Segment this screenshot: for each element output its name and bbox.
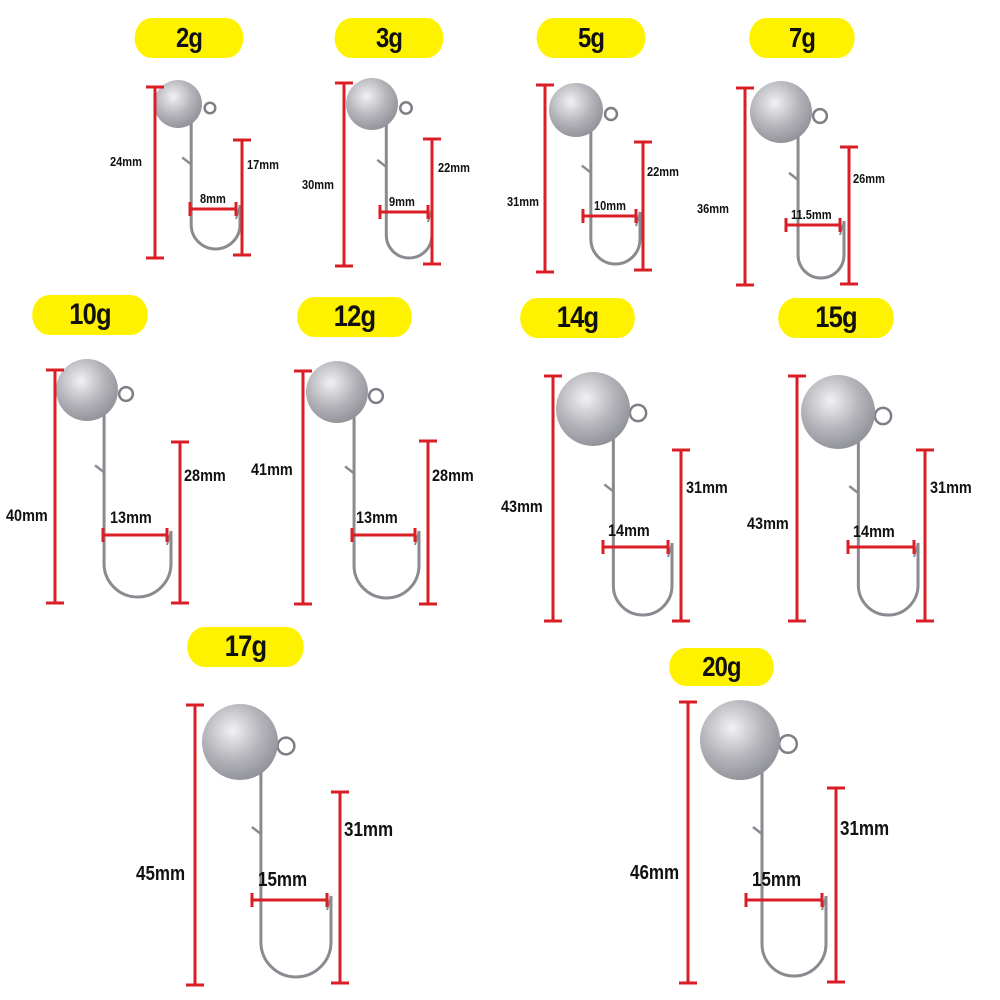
hook-gap-label: 14mm <box>608 520 650 540</box>
total-length-label: 31mm <box>507 193 539 209</box>
weight-badge: 14g <box>520 298 635 338</box>
total-length-label: 43mm <box>747 513 789 533</box>
total-length-label: 41mm <box>251 459 293 479</box>
shank-length-label: 17mm <box>247 156 279 172</box>
weight-badge: 2g <box>134 18 244 58</box>
hook-gap-label: 9mm <box>389 193 415 209</box>
shank-length-label: 28mm <box>432 465 474 485</box>
weight-badge: 20g <box>669 648 774 686</box>
hook-gap-label: 13mm <box>110 507 152 527</box>
shank-length-label: 31mm <box>930 477 972 497</box>
hook-gap-label: 15mm <box>752 869 802 891</box>
shank-length-label: 22mm <box>438 159 470 175</box>
weight-badge: 5g <box>536 18 646 58</box>
weight-badge: 12g <box>297 297 412 337</box>
shank-length-label: 26mm <box>853 170 885 186</box>
hook-gap-label: 15mm <box>258 869 308 891</box>
shank-length-label: 31mm <box>344 819 394 841</box>
hook-gap-label: 8mm <box>200 190 226 206</box>
hook-gap-label: 13mm <box>356 507 398 527</box>
total-length-label: 36mm <box>697 200 729 216</box>
shank-length-label: 31mm <box>686 477 728 497</box>
weight-badge: 17g <box>187 627 304 667</box>
hook-gap-label: 10mm <box>594 197 626 213</box>
total-length-label: 40mm <box>6 505 48 525</box>
weight-badge: 10g <box>32 295 148 335</box>
total-length-label: 46mm <box>630 862 680 884</box>
hook-gap-label: 14mm <box>853 521 895 541</box>
weight-badge: 15g <box>778 298 894 338</box>
total-length-label: 45mm <box>136 863 186 885</box>
total-length-label: 30mm <box>302 176 334 192</box>
total-length-label: 24mm <box>110 153 142 169</box>
shank-length-label: 28mm <box>184 465 226 485</box>
shank-length-label: 22mm <box>647 163 679 179</box>
hook-gap-label: 11.5mm <box>791 206 832 222</box>
weight-badge: 7g <box>749 18 855 58</box>
weight-badge: 3g <box>334 18 444 58</box>
shank-length-label: 31mm <box>840 818 890 840</box>
total-length-label: 43mm <box>501 496 543 516</box>
